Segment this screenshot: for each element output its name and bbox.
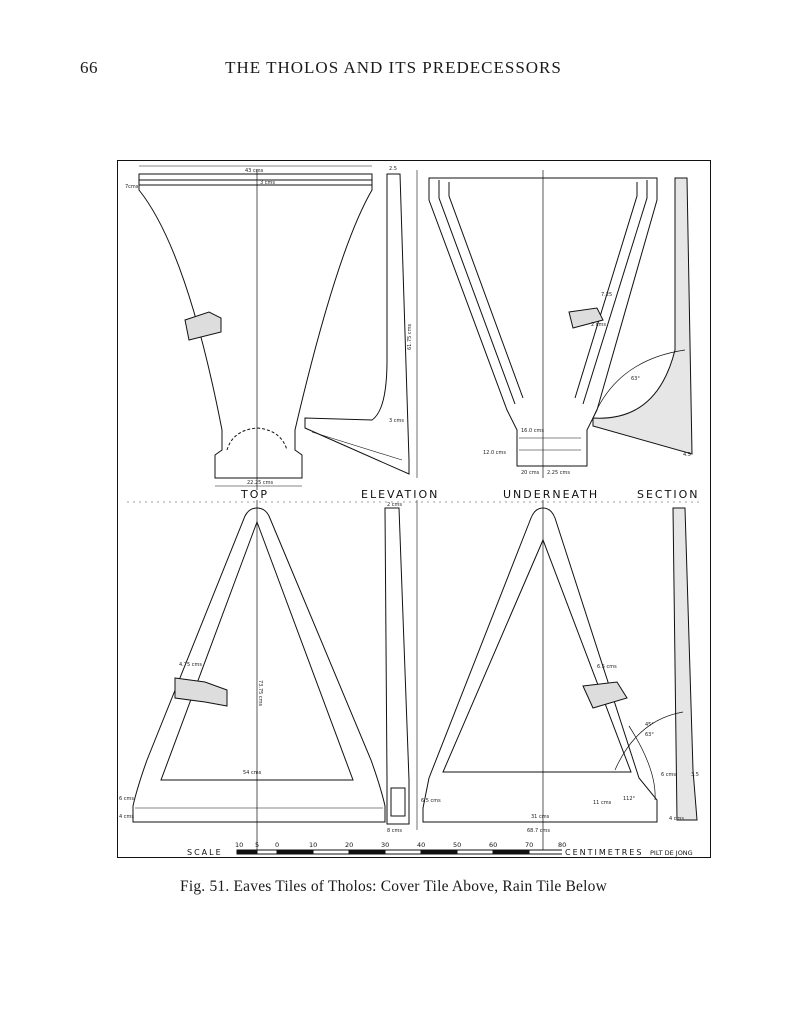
- cover-tile-section: [592, 177, 693, 455]
- dim-rain-under-angle: 112°: [623, 796, 636, 802]
- view-label-top: TOP: [240, 488, 269, 501]
- scale-tick: 10: [309, 841, 317, 849]
- scale-tick: 80: [558, 841, 566, 849]
- technical-drawing: TOP ELEVATION UNDERNEATH SECTION 43 cms …: [117, 160, 711, 858]
- scale-credit: PILT DE JONG: [650, 849, 693, 857]
- dim-under-base-b: 12.0 cms: [483, 450, 506, 456]
- dim-elev-height: 61.75 cms: [407, 323, 413, 350]
- dim-rain-height: 73.75 cms: [257, 680, 263, 707]
- cover-tile-top-view: [138, 165, 373, 490]
- scale-ticks: 10 5 0 10 20 30 40 50 60 70 80: [235, 841, 566, 849]
- scale-tick: 40: [417, 841, 425, 849]
- dim-rain-under-small: 11 cms: [593, 800, 612, 806]
- scale-tick: 60: [489, 841, 497, 849]
- dim-cover-base: 22.25 cms: [247, 480, 274, 486]
- scale-word: SCALE: [187, 848, 223, 857]
- dim-rain-sec-e: 4 cms: [669, 816, 684, 822]
- dim-elev-small: 3 cms: [389, 418, 404, 424]
- scale-unit: CENTIMETRES: [565, 848, 643, 857]
- rain-tile-section: [614, 507, 698, 821]
- cover-tile-underneath: [428, 170, 658, 478]
- dim-section-small: 4.5: [683, 452, 691, 458]
- scale-tick: 5: [255, 841, 259, 849]
- rain-tile-elevation: [384, 500, 418, 830]
- scale-tick: 20: [345, 841, 353, 849]
- dim-rain-sec-b: 63°: [645, 732, 654, 738]
- scale-tick: 70: [525, 841, 533, 849]
- dim-cover-edge: 7cms: [125, 184, 139, 190]
- scale-tick: 50: [453, 841, 461, 849]
- view-label-underneath: UNDERNEATH: [503, 488, 599, 501]
- dim-under-depth: 2 cms: [591, 322, 606, 328]
- dim-rain-mid: 54 cms: [243, 770, 262, 776]
- dim-cover-inner: 3 cms: [260, 180, 275, 186]
- rain-tile-top-view: [132, 500, 386, 850]
- dim-under-w2: 2.25 cms: [547, 470, 570, 476]
- dim-section-angle: 63°: [631, 376, 640, 382]
- view-label-section: SECTION: [637, 488, 699, 501]
- dim-rain-under-side: 6.5 cms: [597, 664, 617, 670]
- rain-tile-underneath: [422, 500, 658, 850]
- dim-elev-top: 2.5: [389, 166, 397, 172]
- dim-under-w1: 20 cms: [521, 470, 540, 476]
- dim-rain-under-total: 68.7 cms: [527, 828, 550, 834]
- figure-caption: Fig. 51. Eaves Tiles of Tholos: Cover Ti…: [180, 878, 607, 895]
- dim-rain-edge-a: 6 cms: [119, 796, 134, 802]
- page-number: 66: [80, 58, 98, 77]
- dim-rain-elev-base: 8 cms: [387, 828, 402, 834]
- dim-rain-side: 4.75 cms: [179, 662, 202, 668]
- dim-rain-under-mid: 31 cms: [531, 814, 550, 820]
- dim-rain-edge-b: 4 cms: [119, 814, 134, 820]
- dim-cover-width: 43 cms: [245, 168, 264, 174]
- dim-rain-sec-d: 3.5: [691, 772, 699, 778]
- running-title: THE THOLOS AND ITS PREDECESSORS: [225, 58, 562, 77]
- cover-tile-elevation: [304, 170, 418, 478]
- scale-bar: [236, 849, 562, 855]
- dim-rain-under-left: 6.5 cms: [421, 798, 441, 804]
- figure-drawing: TOP ELEVATION UNDERNEATH SECTION 43 cms …: [117, 160, 711, 858]
- dim-under-base-a: 16.0 cms: [521, 428, 544, 434]
- dim-rain-sec-c: 6 cms: [661, 772, 676, 778]
- dim-rain-sec-a: 45°: [645, 722, 654, 728]
- scale-tick: 0: [275, 841, 279, 849]
- scale-tick: 10: [235, 841, 243, 849]
- dim-under-slope: 7.25: [601, 292, 612, 298]
- view-label-elevation: ELEVATION: [361, 488, 439, 501]
- dim-rain-elev-top: 2 cms: [387, 502, 402, 508]
- scale-tick: 30: [381, 841, 389, 849]
- figure-frame: [117, 160, 711, 858]
